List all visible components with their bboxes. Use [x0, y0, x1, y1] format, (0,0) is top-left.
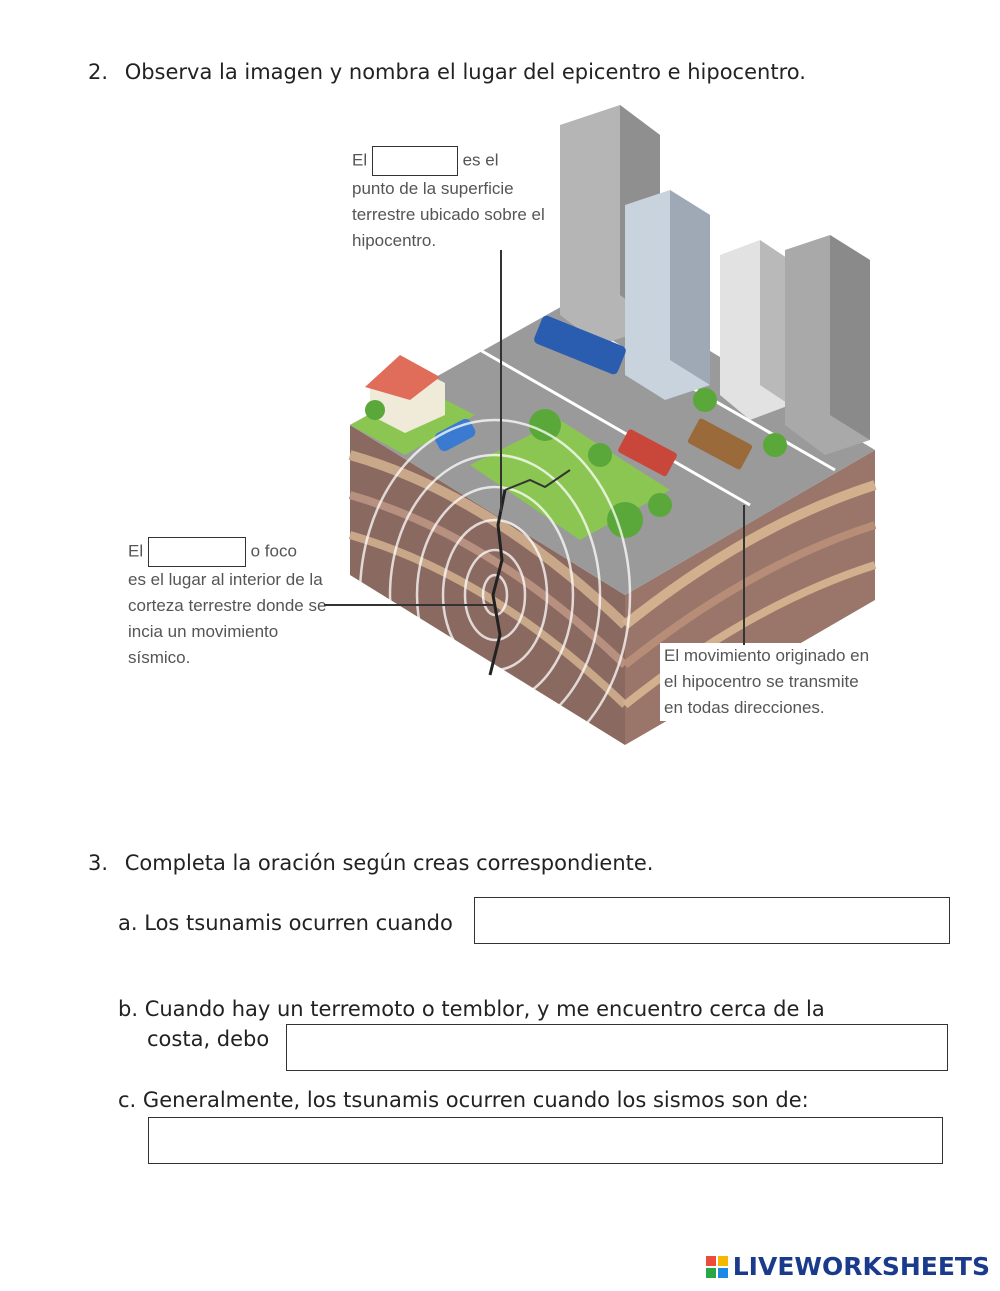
- car-blue: [434, 418, 476, 452]
- question-2-title: 2. Observa la imagen y nombra el lugar d…: [88, 60, 806, 84]
- seismic-waves: [358, 418, 632, 772]
- caption-epicentro: El es el punto de la superficie terrestr…: [352, 146, 552, 254]
- question-number: 3.: [88, 851, 109, 875]
- truck-red: [618, 429, 677, 477]
- question-3-title: 3. Completa la oración según creas corre…: [88, 851, 653, 875]
- movimiento-pointer-line: [743, 505, 745, 645]
- caption-text: es el lugar al interior de la corteza te…: [128, 570, 327, 667]
- caption-word: o foco: [250, 541, 297, 561]
- item-text: Cuando hay un terremoto o temblor, y me …: [144, 997, 825, 1021]
- caption-word: El: [128, 541, 144, 561]
- liveworksheets-logo[interactable]: LIVEWORKSHEETS: [705, 1252, 990, 1281]
- crust-left-face: [350, 425, 625, 745]
- logo-text: LIVEWORKSHEETS: [732, 1252, 990, 1281]
- caption-hipocentro: El o foco es el lugar al interior de la …: [128, 537, 328, 671]
- caption-movimiento: El movimiento originado en el hipocentro…: [660, 643, 883, 721]
- item-text: Los tsunamis ocurren cuando: [144, 911, 453, 935]
- question-3b-line1: b. Cuando hay un terremoto o temblor, y …: [118, 997, 825, 1021]
- question-text: Observa la imagen y nombra el lugar del …: [124, 60, 806, 84]
- item-letter: c.: [118, 1088, 137, 1112]
- bus: [534, 315, 626, 375]
- caption-word: es el: [462, 150, 499, 170]
- liveworksheets-logo-icon: [705, 1255, 728, 1278]
- answer-3a-input[interactable]: [474, 897, 950, 944]
- item-letter: b.: [118, 997, 139, 1021]
- question-3c: c. Generalmente, los tsunamis ocurren cu…: [118, 1088, 809, 1112]
- question-text: Completa la oración según creas correspo…: [124, 851, 654, 875]
- caption-text: punto de la superficie terrestre ubicado…: [352, 179, 545, 250]
- question-number: 2.: [88, 60, 109, 84]
- answer-3c-input[interactable]: [148, 1117, 943, 1164]
- item-text: costa, debo: [147, 1027, 270, 1051]
- item-letter: a.: [118, 911, 138, 935]
- truck-brown: [687, 418, 753, 470]
- hipocentro-answer-input[interactable]: [147, 537, 246, 567]
- answer-3b-input[interactable]: [286, 1024, 948, 1071]
- epicentro-pointer-line: [500, 250, 502, 512]
- buildings: [560, 105, 870, 455]
- hipocentro-pointer-line: [324, 604, 494, 606]
- question-3b-line2: costa, debo: [147, 1027, 269, 1051]
- fault-crack: [488, 489, 507, 676]
- question-3a: a. Los tsunamis ocurren cuando: [118, 911, 453, 935]
- epicentro-answer-input[interactable]: [371, 146, 458, 176]
- item-text: Generalmente, los tsunamis ocurren cuand…: [142, 1088, 809, 1112]
- caption-word: El: [352, 150, 368, 170]
